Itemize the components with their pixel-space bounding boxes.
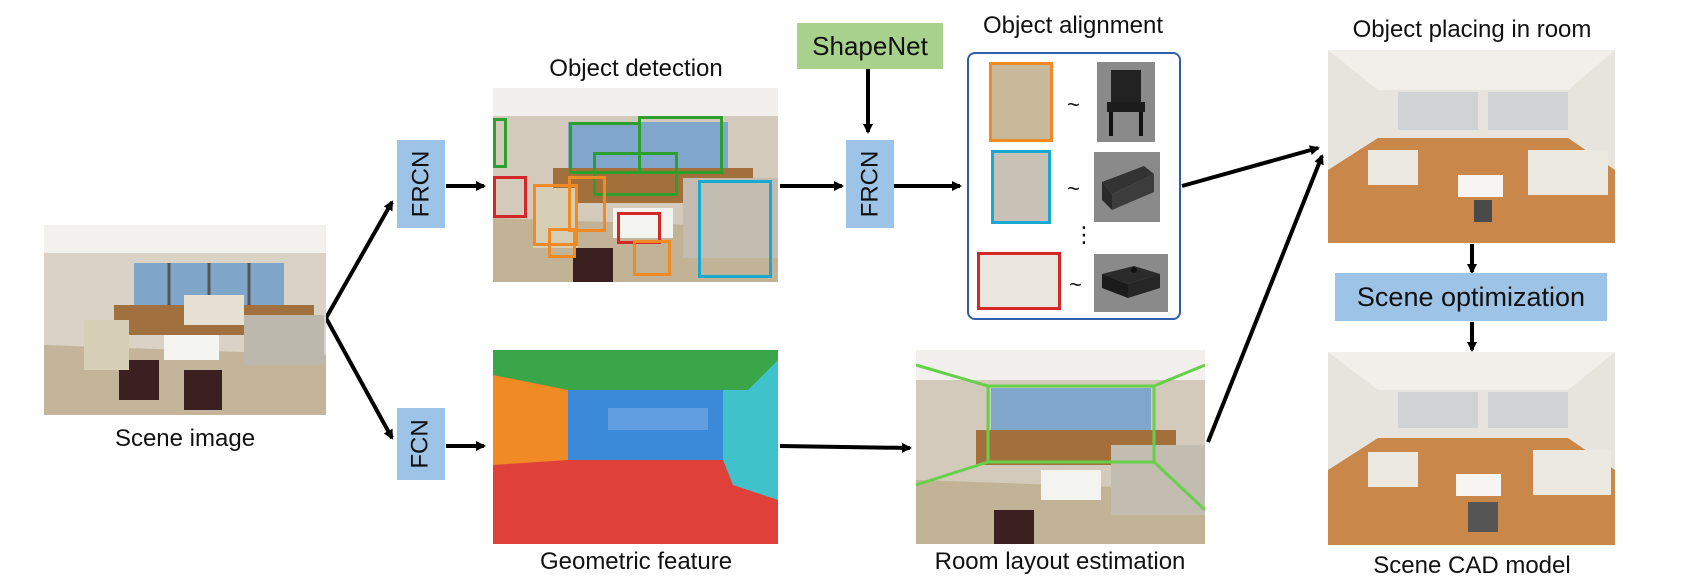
room-layout-caption: Room layout estimation <box>934 548 1186 575</box>
detection-box-sofa-right <box>698 180 772 278</box>
arrow-scene-to-frcn <box>324 200 394 319</box>
detection-box-ottoman-1 <box>548 228 576 258</box>
alignment-tilde-3: ~ <box>1069 272 1082 297</box>
arrow-scene-to-fcn <box>324 317 394 440</box>
object-placing-caption: Object placing in room <box>1352 16 1592 43</box>
fcn-label: FCN <box>407 419 435 469</box>
detection-box-lamp <box>493 118 507 168</box>
fcn-module: FCN <box>397 408 445 480</box>
detection-box-chair-1 <box>533 184 578 246</box>
scene-cad-image <box>1328 352 1615 545</box>
scene-image-caption: Scene image <box>114 425 256 452</box>
frcn-module-mid: FRCN <box>846 140 894 228</box>
detection-box-chair-2 <box>568 176 606 232</box>
object-placing-image <box>1328 50 1615 243</box>
geometric-feature-caption: Geometric feature <box>539 548 733 575</box>
detection-box-sofa <box>593 152 678 196</box>
object-detection-caption: Object detection <box>549 55 723 82</box>
alignment-dots: ⋮ <box>1073 222 1095 247</box>
arrow-geometric-to-layout <box>779 442 912 453</box>
alignment-model-chair <box>1097 62 1155 142</box>
alignment-model-table <box>1094 254 1168 312</box>
alignment-tilde-1: ~ <box>1067 92 1080 117</box>
frcn-label: FRCN <box>407 150 434 218</box>
frcn-module-top: FRCN <box>397 140 445 228</box>
arrow-alignment-to-placing <box>1181 145 1320 188</box>
alignment-crop-sofa <box>991 150 1051 224</box>
scene-optimization-module: Scene optimization <box>1335 273 1607 321</box>
arrow-layout-to-placing <box>1206 154 1324 443</box>
shapenet-module: ShapeNet <box>797 23 943 69</box>
alignment-model-sofa <box>1094 152 1160 222</box>
object-alignment-caption: Object alignment <box>982 12 1164 39</box>
detection-box-table-left <box>493 176 527 218</box>
object-detection-image <box>493 88 778 282</box>
alignment-tilde-2: ~ <box>1067 176 1080 201</box>
alignment-crop-table <box>977 252 1061 310</box>
scene-image <box>44 225 326 415</box>
alignment-crop-chair <box>989 62 1053 142</box>
detection-box-ottoman-2 <box>633 240 671 276</box>
geometric-feature-image <box>493 350 778 544</box>
object-alignment-panel: ~ ~ ⋮ ~ <box>967 52 1181 320</box>
room-layout-image <box>916 350 1205 544</box>
scene-cad-caption: Scene CAD model <box>1373 552 1571 579</box>
frcn-label-mid: FRCN <box>856 150 883 218</box>
detection-box-window-2 <box>638 116 723 174</box>
